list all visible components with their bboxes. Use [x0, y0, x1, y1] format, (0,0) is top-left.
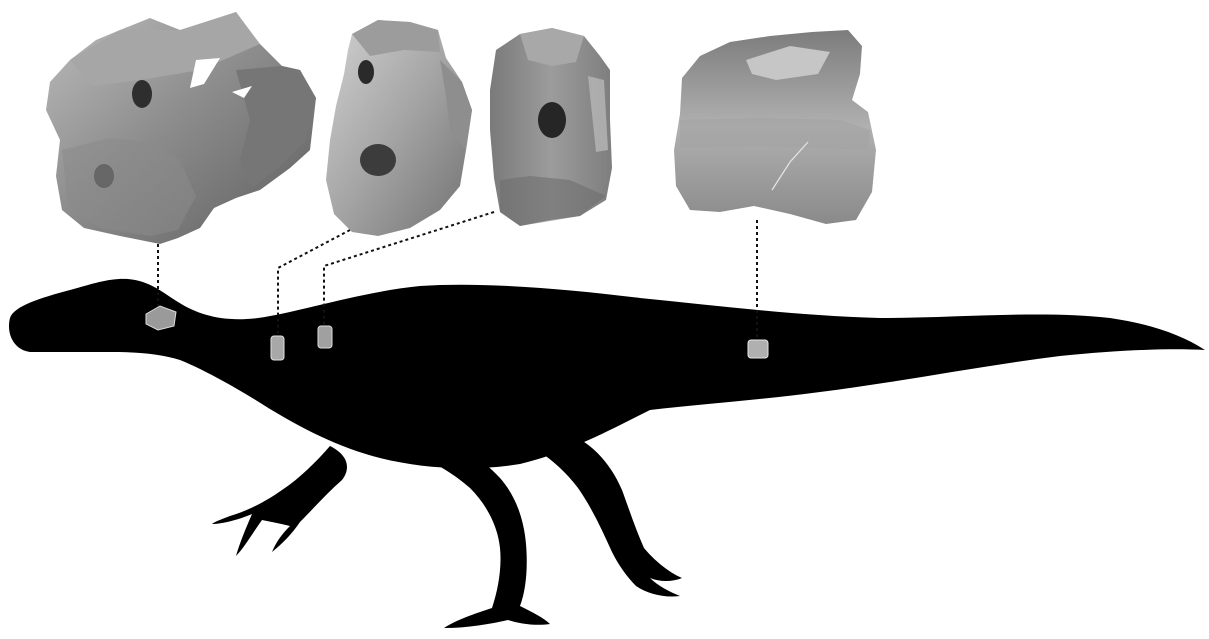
anterior-dorsal-marker: [271, 336, 284, 360]
dinosaur-silhouette: [9, 279, 1205, 628]
posterior-dorsal-vertebra-icon: [490, 28, 612, 226]
posterior-dorsal-marker: [318, 326, 332, 348]
cervical-vertebra-icon: [46, 12, 316, 244]
caudal-marker: [748, 340, 768, 358]
caudal-vertebra-icon: [674, 30, 876, 224]
anterior-dorsal-vertebra-icon: [326, 20, 472, 236]
